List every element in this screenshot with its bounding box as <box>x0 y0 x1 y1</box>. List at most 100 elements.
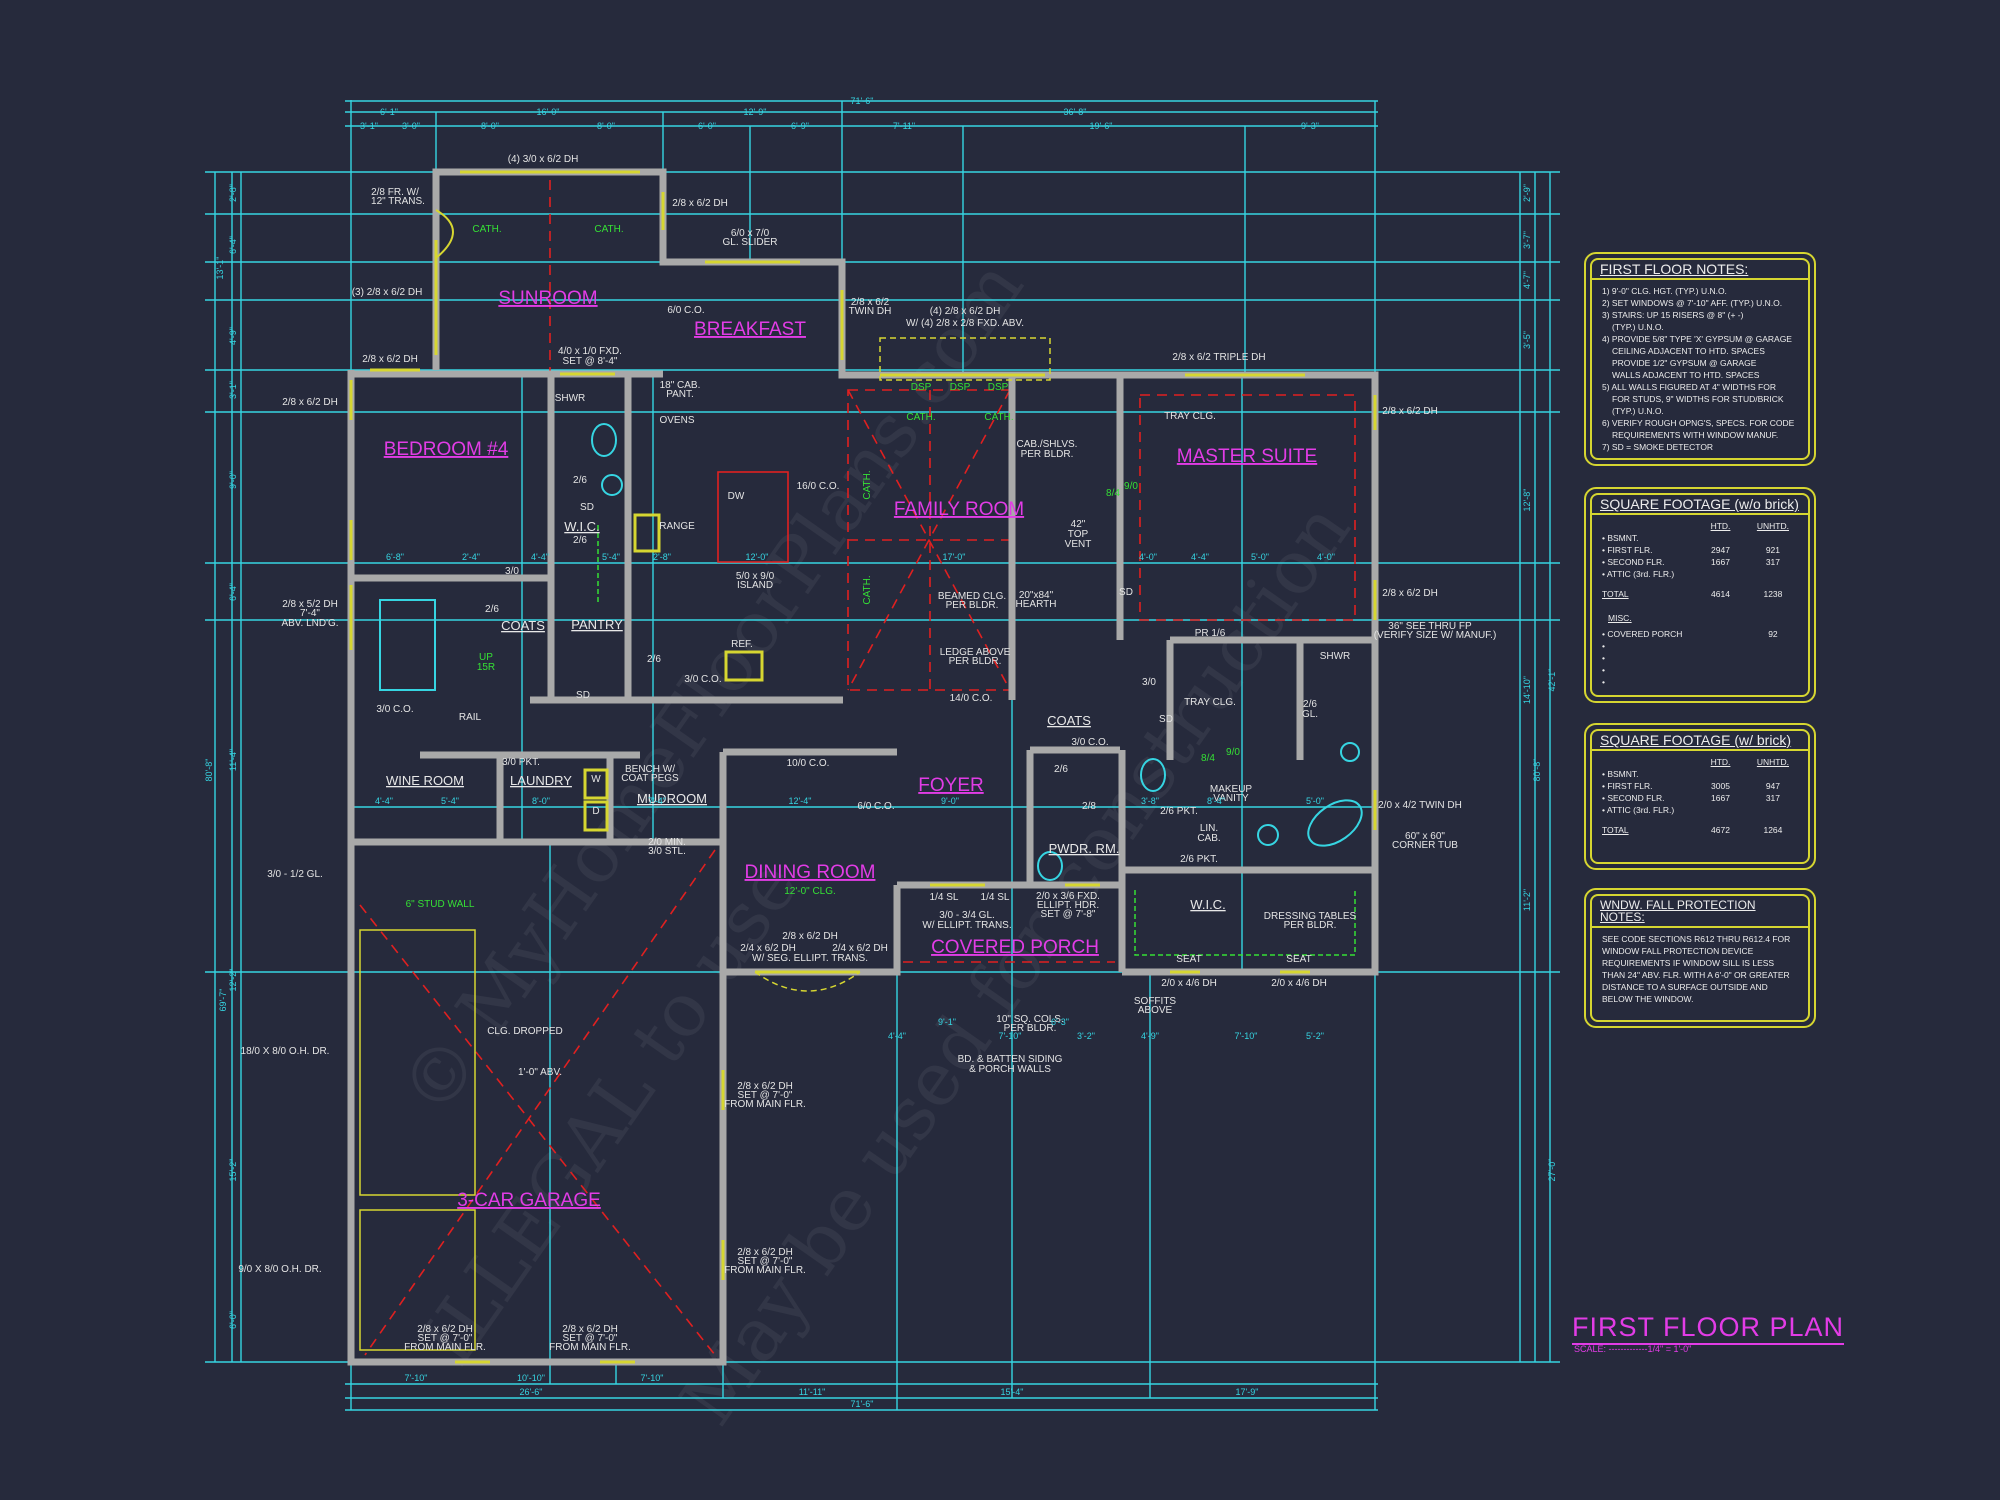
annotation-label: OVENS <box>659 415 694 426</box>
dimension-label: 5'-0" <box>1251 552 1269 562</box>
annotation-label: SOFFITS <box>1134 996 1177 1007</box>
room-label-covered-porch: COVERED PORCH <box>931 937 1099 958</box>
sqft-label: • FIRST FLR. <box>1602 781 1653 791</box>
note-item: 2) SET WINDOWS @ 7'-10" AFF. (TYP.) U.N.… <box>1602 298 1783 308</box>
annotation-label: 5/0 x 9/0 <box>736 571 775 582</box>
dimension-label: 12'-2" <box>228 969 238 992</box>
room-label-wic: W.I.C. <box>564 519 599 534</box>
annotation-label: 2/6 <box>485 604 499 615</box>
annotation-label: 2/6 <box>1054 764 1068 775</box>
annotation-label: 20"x84" <box>1019 590 1054 601</box>
dimension-label: 12'-4" <box>789 796 812 806</box>
annotation-label: TRAY CLG. <box>1164 411 1216 422</box>
green-note: 8/4 <box>1201 753 1215 764</box>
annotation-label: FROM MAIN FLR. <box>724 1099 806 1110</box>
annotation-label: TRAY CLG. <box>1184 697 1236 708</box>
annotation-label: CAB./SHLVS. <box>1017 439 1078 450</box>
annotation-label: 2/8 x 5/2 DH <box>282 599 338 610</box>
total-htd: 4672 <box>1711 825 1730 835</box>
dimension-label: 7'-10" <box>1235 1031 1258 1041</box>
sqft-unhtd: 947 <box>1765 781 1781 791</box>
dimension-label: 4'-4" <box>888 1031 906 1041</box>
room-label-bedroom-4: BEDROOM #4 <box>384 439 509 460</box>
misc-title: MISC. <box>1608 613 1632 623</box>
annotation-label: SET @ 7'-0" <box>563 1333 618 1344</box>
dimension-label: 6'-0" <box>228 1311 238 1329</box>
green-note: CATH. <box>862 470 873 499</box>
annotation-label: 36" SEE THRU FP <box>1388 621 1472 632</box>
dimension-label: 11'-4" <box>228 749 238 771</box>
panel-title: SQUARE FOOTAGE (w/ brick) <box>1592 731 1808 751</box>
window-fall-protection-panel: WNDW. FALL PROTECTION NOTES: SEE CODE SE… <box>1584 888 1816 1028</box>
total-htd: 4614 <box>1711 589 1730 599</box>
note-item: (TYP.) U.N.O. <box>1612 406 1664 416</box>
annotation-label: 3/0 - 3/4 GL. <box>939 910 995 921</box>
annotation-label: 7'-4" <box>300 608 320 619</box>
total-unhtd: 1264 <box>1763 825 1783 835</box>
room-label-wine-room: WINE ROOM <box>386 773 464 788</box>
dimension-label: 26'-6" <box>520 1387 543 1397</box>
annotation-label: SHWR <box>555 393 586 404</box>
annotation-label: CAB. <box>1197 833 1220 844</box>
green-note: 8/4 <box>1106 488 1120 499</box>
dimension-label: 3'-1" <box>360 121 378 131</box>
dimension-label: 42'-1" <box>1547 669 1557 692</box>
dimension-label: 17'-9" <box>1236 1387 1259 1397</box>
annotation-label: 2/6 PKT. <box>1180 854 1218 865</box>
dimension-label: 7'-10" <box>641 1373 664 1383</box>
annotation-label: (VERIFY SIZE W/ MANUF.) <box>1374 630 1497 641</box>
annotation-label: 2/8 x 6/2 DH <box>737 1247 793 1258</box>
annotation-label: RAIL <box>459 712 482 723</box>
dimension-label: 6'-1" <box>380 107 398 117</box>
misc-bullet: • <box>1602 677 1605 687</box>
sqft-htd <box>1693 532 1748 544</box>
annotation-label: 2/8 x 6/2 DH <box>417 1324 473 1335</box>
dimension-label: 16'-0" <box>537 107 560 117</box>
total-label: TOTAL <box>1602 589 1629 599</box>
annotation-label: SET @ 7'-0" <box>738 1256 793 1267</box>
scale-label: SCALE: <box>1574 1344 1607 1354</box>
dimension-label: 3'-7" <box>1522 231 1532 249</box>
dimension-label: 10'-10" <box>517 1373 545 1383</box>
annotation-label: SD <box>1159 714 1173 725</box>
dimension-label: 36'-8" <box>1064 107 1087 117</box>
labels: SUNROOM BREAKFAST BEDROOM #4 FAMILY ROOM… <box>204 96 1557 1409</box>
misc-bullet: • <box>1602 641 1605 651</box>
dimension-label: 4'-4" <box>375 796 393 806</box>
annotation-label: DW <box>728 491 745 502</box>
note-item: REQUIREMENTS WITH WINDOW MANUF. <box>1612 430 1779 440</box>
green-note: CATH. <box>862 575 873 604</box>
room-label-foyer: FOYER <box>918 775 983 796</box>
annotation-label: 3/0 <box>1142 677 1156 688</box>
dimension-label: 8'-4" <box>1207 796 1225 806</box>
dimension-label: 80'-8" <box>1532 759 1542 782</box>
sqft-label: • BSMNT. <box>1602 533 1639 543</box>
annotation-label: 1/4 SL <box>981 892 1010 903</box>
dimension-label: 69'-7" <box>218 989 228 1012</box>
dimension-label: 9'-0" <box>941 796 959 806</box>
dimension-label: 71'-6" <box>851 96 874 106</box>
annotation-label: SET @ 7'-0" <box>738 1090 793 1101</box>
green-note: CATH. <box>906 412 935 423</box>
dimension-label: 7'-4" <box>648 796 666 806</box>
annotation-label: PER BLDR. <box>1284 920 1337 931</box>
annotation-label: 9/0 X 8/0 O.H. DR. <box>238 1264 321 1275</box>
dimension-label: 2'-9" <box>1522 184 1532 202</box>
annotation-label: 1'-0" ABV. <box>518 1067 562 1078</box>
sqft-unhtd <box>1748 768 1798 780</box>
dimension-label: 12'-9" <box>744 107 767 117</box>
dimension-label: 6'-4" <box>228 583 238 601</box>
dimension-label: 2'-4" <box>462 552 480 562</box>
annotation-label: COAT PEGS <box>621 773 679 784</box>
annotation-label: SHWR <box>1320 651 1351 662</box>
annotation-label: 2/8 x 6/2 DH <box>672 198 728 209</box>
sqft-unhtd: 317 <box>1765 557 1781 567</box>
annotation-label: FROM MAIN FLR. <box>404 1342 486 1353</box>
misc-bullet: • <box>1602 653 1605 663</box>
annotation-label: SD <box>576 690 590 701</box>
annotation-label: GL. <box>1302 709 1318 720</box>
annotation-label: 3/0 STL. <box>648 846 686 857</box>
annotation-label: 2/6 PKT. <box>1160 806 1198 817</box>
